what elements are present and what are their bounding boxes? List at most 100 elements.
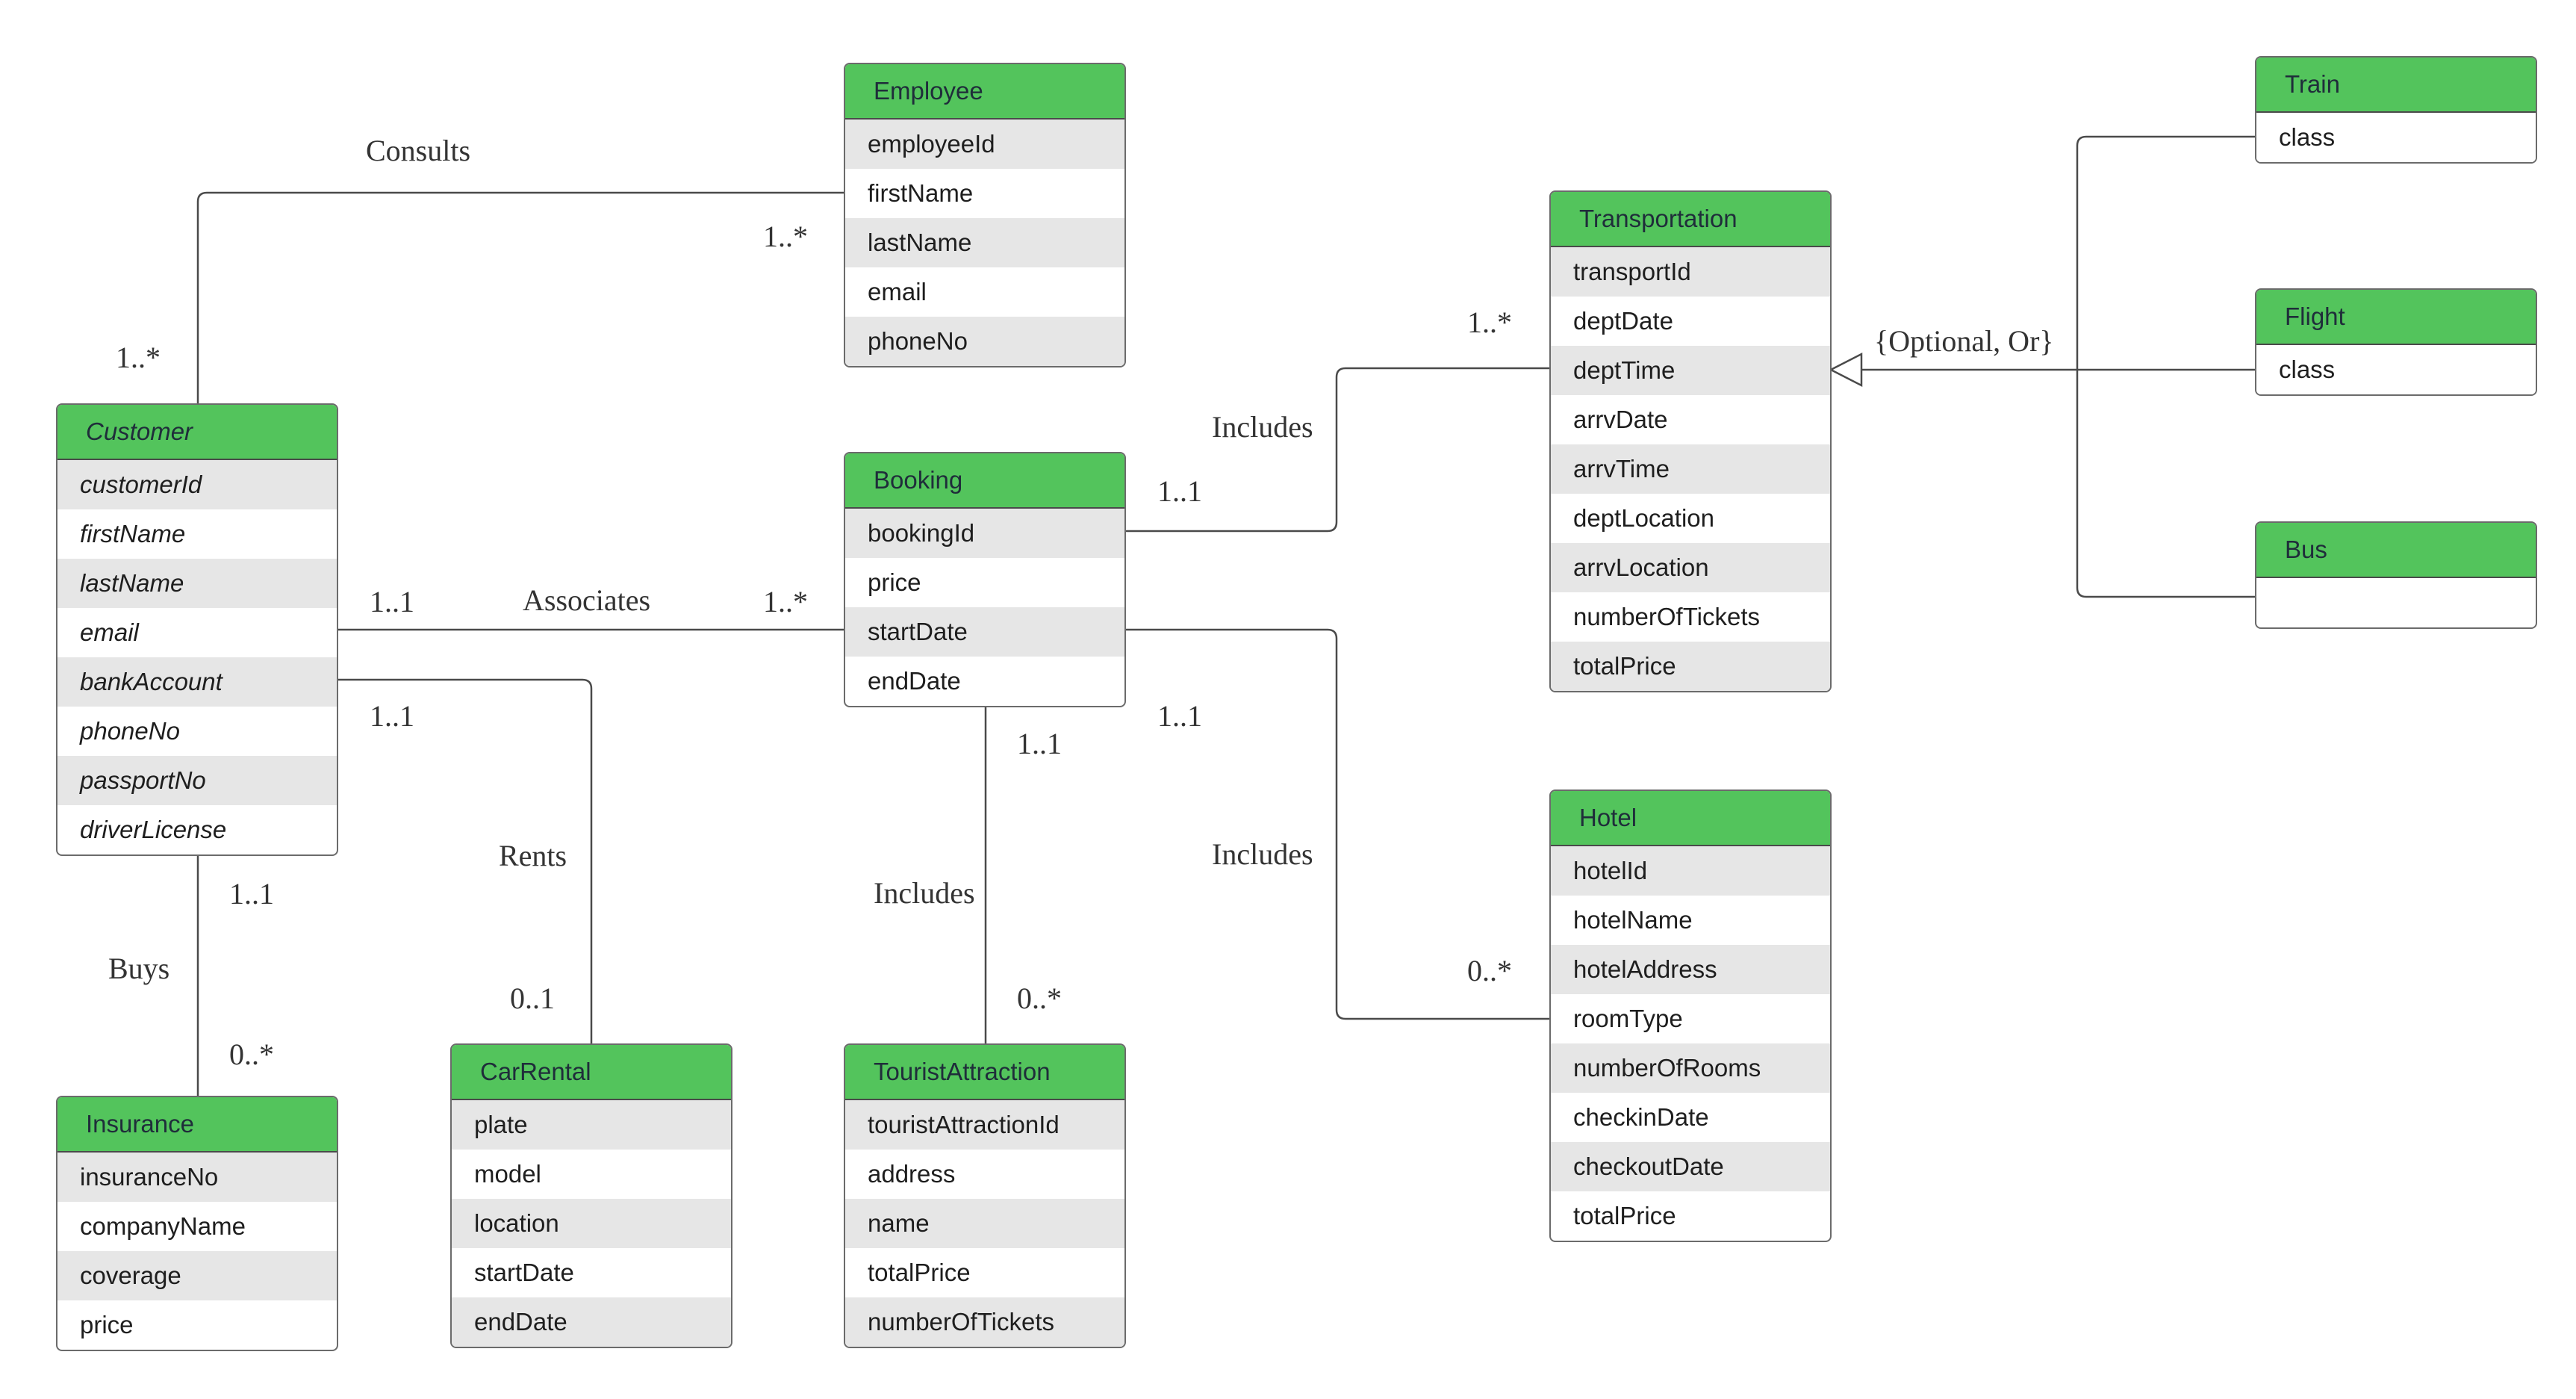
class-header: Employee bbox=[845, 64, 1124, 120]
class-transportation[interactable]: Transportation transportId deptDate dept… bbox=[1549, 190, 1832, 692]
consults-line bbox=[196, 191, 844, 403]
class-customer[interactable]: Customer customerId firstName lastName e… bbox=[56, 403, 338, 856]
attribute: insuranceNo bbox=[57, 1153, 337, 1202]
attribute: arrvDate bbox=[1573, 406, 1668, 433]
class-header: Insurance bbox=[57, 1097, 337, 1153]
attribute: phoneNo bbox=[845, 317, 1124, 366]
attribute: email bbox=[868, 278, 927, 305]
attribute: deptLocation bbox=[1573, 504, 1714, 532]
class-booking[interactable]: Booking bookingId price startDate endDat… bbox=[844, 452, 1126, 707]
class-train[interactable]: Train class bbox=[2255, 56, 2537, 164]
attribute-list: class bbox=[2256, 113, 2536, 162]
attribute: employeeId bbox=[845, 120, 1124, 169]
associates-booking-multiplicity: 1..* bbox=[763, 585, 808, 618]
class-insurance[interactable]: Insurance insuranceNo companyName covera… bbox=[56, 1096, 338, 1351]
attribute: startDate bbox=[845, 607, 1124, 657]
class-header: Customer bbox=[57, 405, 337, 460]
attribute-list: plate model location startDate endDate bbox=[452, 1100, 731, 1347]
rents-customer-multiplicity: 1..1 bbox=[370, 699, 414, 733]
associates-customer-multiplicity: 1..1 bbox=[370, 585, 414, 618]
attribute: arrvLocation bbox=[1551, 543, 1830, 592]
attribute: customerId bbox=[57, 460, 337, 509]
attribute: checkinDate bbox=[1573, 1103, 1709, 1131]
attribute-list: employeeId firstName lastName email phon… bbox=[845, 120, 1124, 366]
includes-attraction-label: Includes bbox=[874, 876, 975, 910]
includes-transport-multiplicity: 1..* bbox=[1467, 305, 1512, 339]
attribute: price bbox=[868, 568, 921, 596]
attribute: checkoutDate bbox=[1551, 1142, 1830, 1191]
includes-transport-booking-multiplicity: 1..1 bbox=[1157, 474, 1202, 508]
consults-customer-multiplicity: 1..* bbox=[116, 341, 161, 374]
class-bus[interactable]: Bus bbox=[2255, 521, 2537, 629]
class-flight[interactable]: Flight class bbox=[2255, 288, 2537, 396]
attribute: driverLicense bbox=[80, 816, 227, 843]
rents-label: Rents bbox=[499, 839, 567, 872]
class-header: CarRental bbox=[452, 1045, 731, 1100]
generalization-arrowhead bbox=[1829, 352, 1863, 388]
class-header: TouristAttraction bbox=[845, 1045, 1124, 1100]
rents-line bbox=[337, 678, 593, 1043]
class-hotel[interactable]: Hotel hotelId hotelName hotelAddress roo… bbox=[1549, 790, 1832, 1242]
attribute: model bbox=[474, 1160, 541, 1188]
attribute: name bbox=[845, 1199, 1124, 1248]
attribute: firstName bbox=[80, 520, 186, 547]
attribute: totalPrice bbox=[868, 1259, 971, 1286]
class-header: Bus bbox=[2256, 523, 2536, 578]
attribute: class bbox=[2256, 345, 2536, 394]
attribute: bookingId bbox=[845, 509, 1124, 558]
attribute-list: bookingId price startDate endDate bbox=[845, 509, 1124, 706]
attribute: deptDate bbox=[1573, 307, 1673, 335]
attribute-list: touristAttractionId address name totalPr… bbox=[845, 1100, 1124, 1347]
attribute: hotelAddress bbox=[1551, 945, 1830, 994]
attribute: hotelId bbox=[1551, 846, 1830, 896]
attribute: arrvTime bbox=[1551, 444, 1830, 494]
attribute: transportId bbox=[1551, 247, 1830, 297]
attribute: startDate bbox=[474, 1259, 574, 1286]
attribute-list bbox=[2256, 578, 2536, 627]
consults-employee-multiplicity: 1..* bbox=[763, 220, 808, 253]
includes-transport-line bbox=[1126, 367, 1549, 533]
attribute: location bbox=[452, 1199, 731, 1248]
attribute: coverage bbox=[57, 1251, 337, 1300]
class-touristattraction[interactable]: TouristAttraction touristAttractionId ad… bbox=[844, 1043, 1126, 1348]
attribute: email bbox=[80, 618, 139, 646]
buys-insurance-multiplicity: 0..* bbox=[229, 1037, 274, 1071]
attribute: totalPrice bbox=[1573, 1202, 1676, 1229]
class-header: Train bbox=[2256, 58, 2536, 113]
attribute: endDate bbox=[452, 1297, 731, 1347]
attribute: plate bbox=[452, 1100, 731, 1150]
attribute: bankAccount bbox=[57, 657, 337, 707]
attribute: totalPrice bbox=[1551, 642, 1830, 691]
includes-attraction-booking-multiplicity: 1..1 bbox=[1017, 727, 1062, 760]
attribute: phoneNo bbox=[80, 717, 180, 745]
attribute-list: transportId deptDate deptTime arrvDate a… bbox=[1551, 247, 1830, 691]
includes-attraction-multiplicity: 0..* bbox=[1017, 981, 1062, 1015]
class-header: Flight bbox=[2256, 290, 2536, 345]
includes-hotel-label: Includes bbox=[1212, 837, 1313, 871]
class-employee[interactable]: Employee employeeId firstName lastName e… bbox=[844, 63, 1126, 367]
includes-hotel-line bbox=[1126, 628, 1549, 1020]
attribute: endDate bbox=[868, 667, 961, 695]
attribute: lastName bbox=[845, 218, 1124, 267]
class-carrental[interactable]: CarRental plate model location startDate… bbox=[450, 1043, 732, 1348]
attribute: companyName bbox=[80, 1212, 246, 1240]
class-header: Hotel bbox=[1551, 791, 1830, 846]
consults-label: Consults bbox=[366, 134, 471, 167]
includes-transport-label: Includes bbox=[1212, 410, 1313, 444]
includes-hotel-booking-multiplicity: 1..1 bbox=[1157, 699, 1202, 733]
attribute: passportNo bbox=[57, 756, 337, 805]
attribute: address bbox=[868, 1160, 956, 1188]
class-header: Transportation bbox=[1551, 192, 1830, 247]
rents-carrental-multiplicity: 0..1 bbox=[510, 981, 555, 1015]
attribute: price bbox=[80, 1311, 134, 1338]
associates-label: Associates bbox=[523, 583, 651, 617]
attribute: firstName bbox=[868, 179, 974, 207]
attribute-list: class bbox=[2256, 345, 2536, 394]
attribute: numberOfRooms bbox=[1551, 1043, 1830, 1093]
attribute: class bbox=[2256, 113, 2536, 162]
includes-hotel-multiplicity: 0..* bbox=[1467, 954, 1512, 987]
attribute: roomType bbox=[1573, 1005, 1683, 1032]
attribute-list: insuranceNo companyName coverage price bbox=[57, 1153, 337, 1350]
attribute: deptTime bbox=[1551, 346, 1830, 395]
